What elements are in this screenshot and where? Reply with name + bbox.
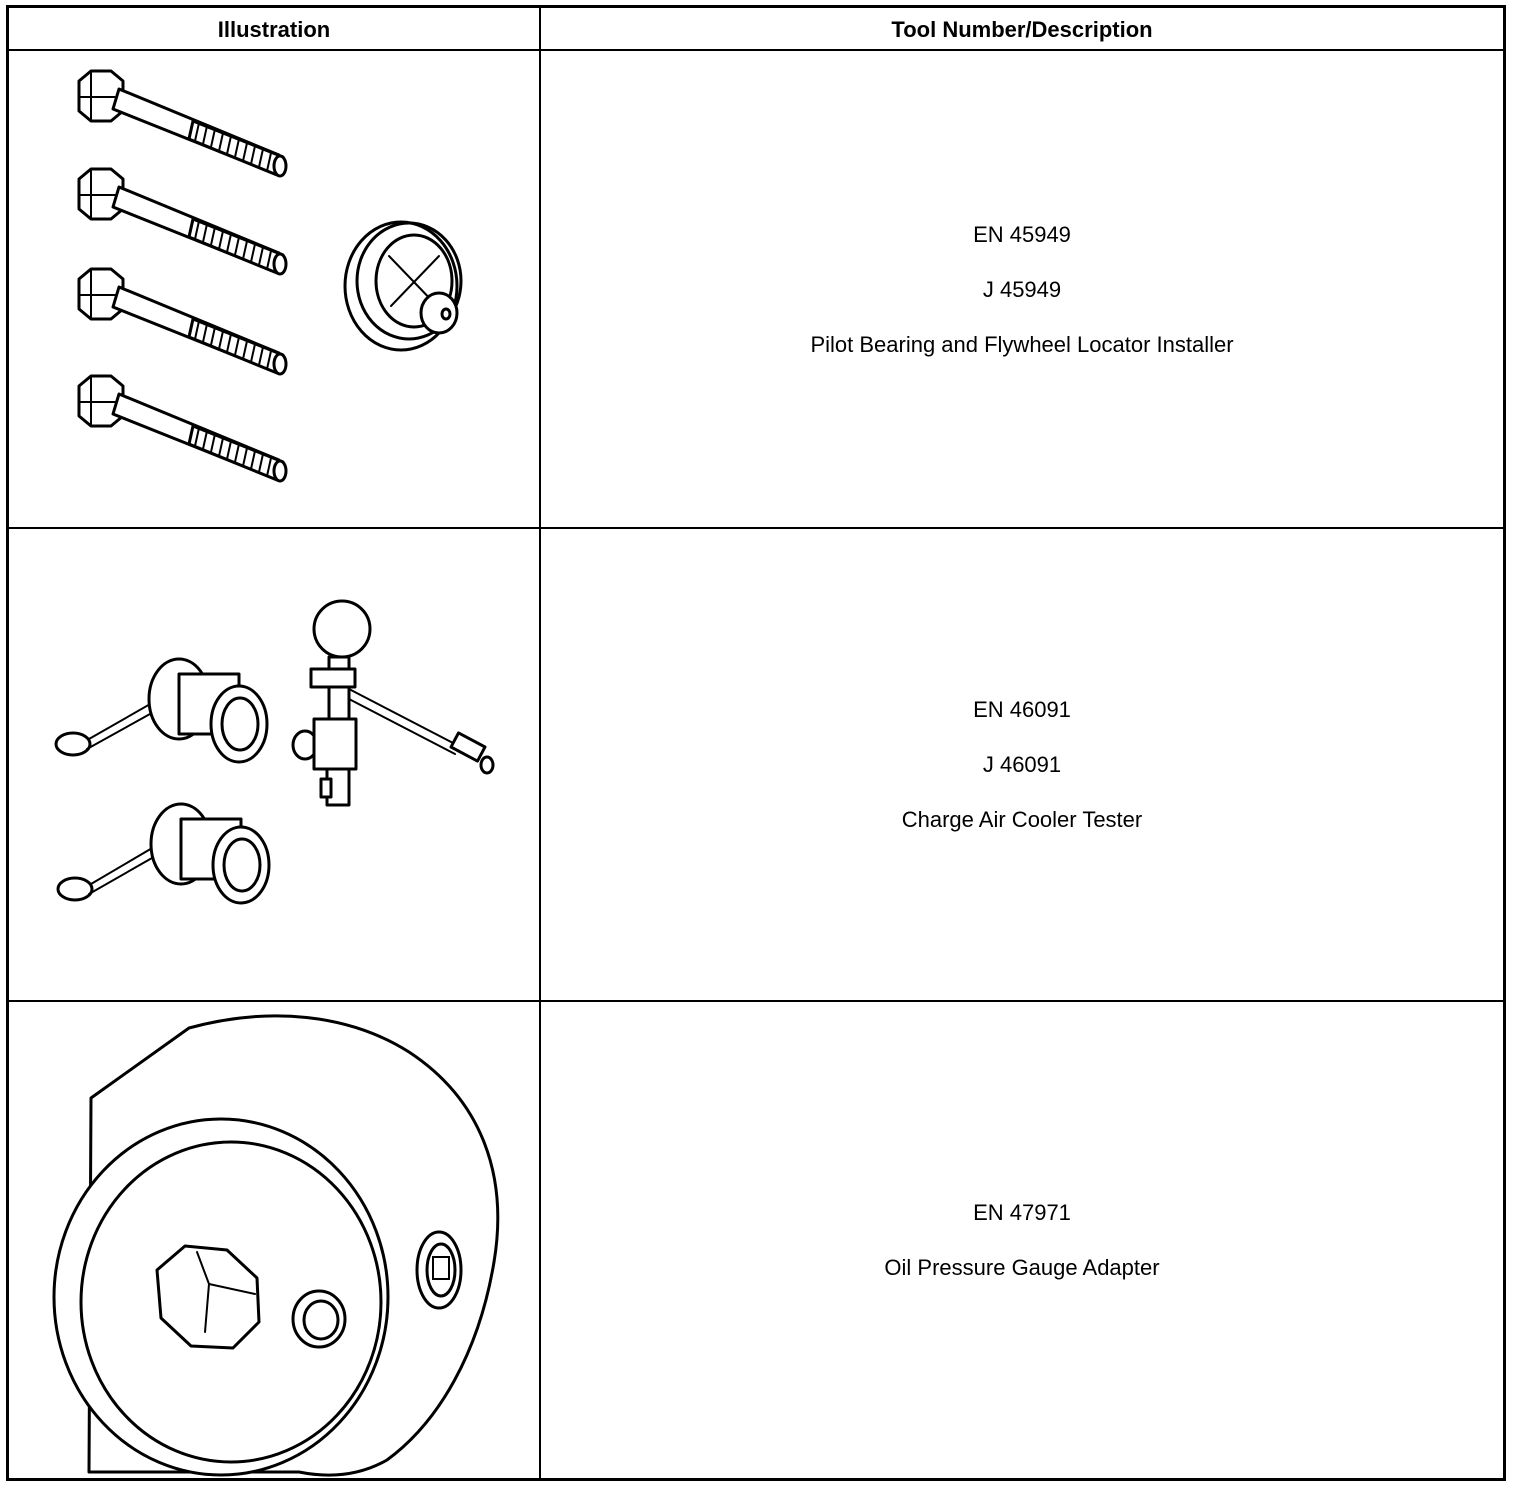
column-divider xyxy=(539,8,541,1478)
tool-number-j: J 45949 xyxy=(982,276,1062,302)
tool-name: Oil Pressure Gauge Adapter xyxy=(884,1255,1160,1280)
tool-number-j: J 46091 xyxy=(982,752,1062,777)
tool-description-cell: EN 47971 Oil Pressure Gauge Adapter xyxy=(541,1002,1503,1478)
row-divider xyxy=(9,527,1503,529)
tool-number-en: EN 47971 xyxy=(973,1200,1071,1225)
tool-name: Pilot Bearing and Flywheel Locator Insta… xyxy=(810,331,1234,357)
tool-number-en: EN 46091 xyxy=(973,697,1071,722)
tool-description-cell: EN 45949 J 45949 Pilot Bearing and Flywh… xyxy=(541,51,1503,527)
header-divider xyxy=(9,49,1503,51)
tool-number-en: EN 45949 xyxy=(973,221,1071,247)
tool-table: Illustration Tool Number/Description xyxy=(6,5,1506,1481)
tool-name: Charge Air Cooler Tester xyxy=(901,807,1143,832)
illustration-cell xyxy=(9,529,539,1000)
illustration-cell xyxy=(9,1002,539,1478)
charge-air-cooler-tester-icon xyxy=(54,599,495,905)
header-illustration: Illustration xyxy=(217,16,331,42)
pilot-bearing-installer-icon xyxy=(77,69,463,483)
illustration-cell xyxy=(9,51,539,527)
header-tool-description: Tool Number/Description xyxy=(891,16,1153,42)
oil-pressure-gauge-adapter-icon xyxy=(52,1014,500,1477)
tool-description-cell: EN 46091 J 46091 Charge Air Cooler Teste… xyxy=(541,529,1503,1000)
row-divider xyxy=(9,1000,1503,1002)
